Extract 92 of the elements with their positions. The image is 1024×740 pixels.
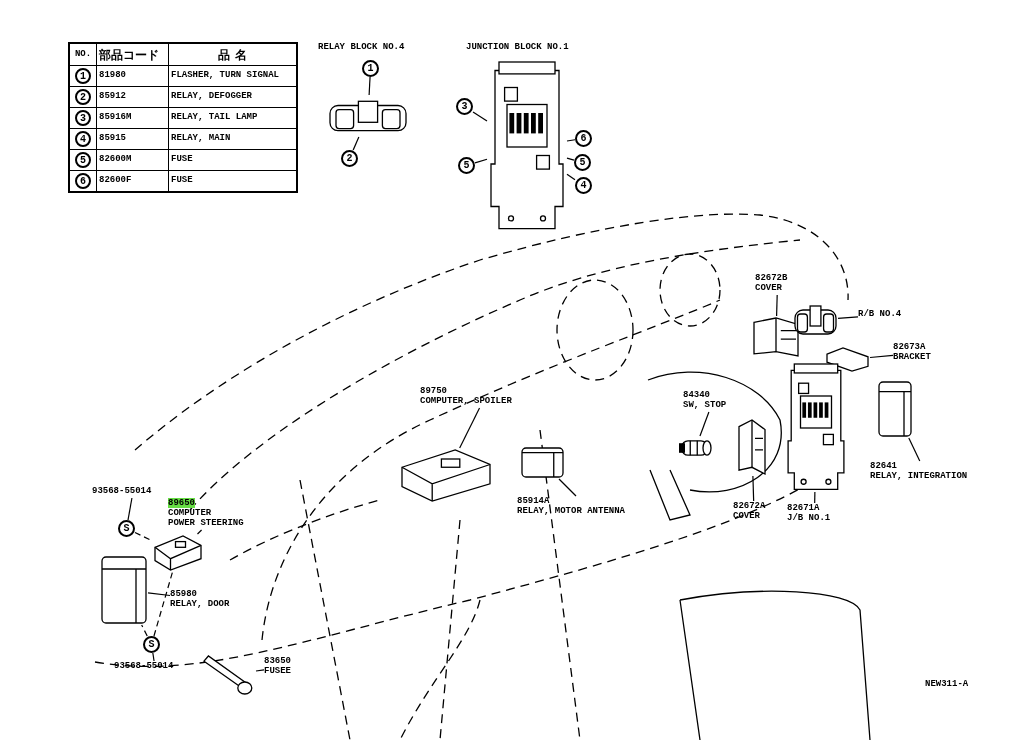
part-name: RELAY, DOOR — [170, 599, 230, 609]
part-name: RELAY, TAIL LAMP — [171, 111, 258, 125]
part-number: 85980 — [170, 589, 197, 599]
part-number: 84340 — [683, 390, 710, 400]
leader-line — [558, 478, 577, 497]
circled-number: 5 — [75, 152, 91, 168]
circled-number: 2 — [75, 89, 91, 105]
computer-unit-drawing — [153, 534, 203, 572]
leader-line — [255, 669, 265, 672]
part-name: R/B NO.4 — [858, 309, 902, 319]
callout-number: 2 — [341, 150, 358, 167]
part-name: FUSE — [171, 153, 193, 167]
leader-line — [566, 157, 575, 161]
part-name: RELAY, MOTOR ANTENNA — [517, 506, 626, 516]
part-number: 89650 — [168, 498, 195, 508]
part-name: COMPUTER, SPOILER — [420, 396, 512, 406]
leader-line — [153, 571, 174, 637]
part-name: SW, STOP — [683, 400, 727, 410]
column-header: 部品コード — [99, 46, 159, 64]
leader-line — [152, 652, 155, 662]
part-number: 85916M — [99, 111, 132, 125]
callout-number: 1 — [362, 60, 379, 77]
leader-line — [127, 497, 133, 521]
part-name: RELAY, DEFOGGER — [171, 90, 252, 104]
leader-line — [776, 294, 778, 317]
part-name: FLASHER, TURN SIGNAL — [171, 69, 280, 83]
callout-number: S — [118, 520, 135, 537]
leader-line — [752, 475, 755, 502]
part-number: 89750 — [420, 386, 447, 396]
section-heading: RELAY BLOCK NO.4 — [318, 41, 405, 54]
part-number: 85914A — [517, 496, 550, 506]
callout-number: 6 — [575, 130, 592, 147]
part-number: 82672B — [755, 273, 788, 283]
part-name: BRACKET — [893, 352, 931, 362]
callout-number: 4 — [575, 177, 592, 194]
leader-line — [908, 437, 921, 462]
relay-drawing — [877, 380, 913, 438]
circled-number: 4 — [75, 131, 91, 147]
circled-number: 1 — [75, 68, 91, 84]
leader-line — [196, 529, 203, 535]
part-name: COMPUTER — [168, 508, 212, 518]
bracket-drawing — [825, 346, 870, 373]
circled-number: 6 — [75, 173, 91, 189]
leader-line — [141, 624, 148, 637]
part-number: 82641 — [870, 461, 897, 471]
leader-line — [869, 354, 894, 359]
part-number: 82600F — [99, 174, 132, 188]
leader-line — [566, 139, 576, 142]
part-number: 82600M — [99, 153, 132, 167]
leader-line — [352, 136, 360, 151]
column-header: NO. — [74, 47, 92, 61]
leader-line — [368, 76, 371, 96]
part-number: 82673A — [893, 342, 926, 352]
leader-line — [474, 158, 488, 164]
callout-number: 5 — [458, 157, 475, 174]
leader-line — [147, 592, 171, 597]
computer-unit-drawing — [400, 448, 492, 503]
leader-line — [814, 491, 816, 504]
cover-drawing — [752, 316, 800, 358]
part-name: POWER STEERING — [168, 518, 244, 528]
callout-number: 3 — [456, 98, 473, 115]
part-name: 93568-55014 — [92, 486, 152, 496]
part-number: 81980 — [99, 69, 126, 83]
part-number: 83650 — [264, 656, 291, 666]
leader-line — [459, 407, 481, 449]
junction-block-drawing — [487, 62, 567, 232]
part-name: RELAY, MAIN — [171, 132, 231, 146]
relay-drawing — [520, 446, 565, 479]
part-name: RELAY, INTEGRATION — [870, 471, 968, 481]
column-header: 品 名 — [218, 46, 247, 64]
part-name: J/B NO.1 — [787, 513, 831, 523]
part-name: COVER — [755, 283, 782, 293]
part-name: FUSEE — [264, 666, 291, 676]
leader-line — [566, 173, 576, 181]
part-number: 85915 — [99, 132, 126, 146]
part-number: 82672A — [733, 501, 766, 511]
part-name: 93568-55014 — [114, 661, 174, 671]
callout-number: S — [143, 636, 160, 653]
circled-number: 3 — [75, 110, 91, 126]
junction-block-drawing — [785, 364, 847, 492]
diagram-code: NEW311-A — [925, 678, 969, 691]
leader-line — [837, 316, 859, 319]
section-heading: JUNCTION BLOCK NO.1 — [466, 41, 569, 54]
part-number: 82671A — [787, 503, 820, 513]
part-number: 85912 — [99, 90, 126, 104]
cover-drawing — [737, 418, 767, 476]
leader-line — [699, 411, 710, 437]
callout-number: 5 — [574, 154, 591, 171]
part-name: COVER — [733, 511, 760, 521]
part-name: FUSE — [171, 174, 193, 188]
leader-line — [472, 111, 488, 122]
relay-drawing — [100, 555, 148, 625]
